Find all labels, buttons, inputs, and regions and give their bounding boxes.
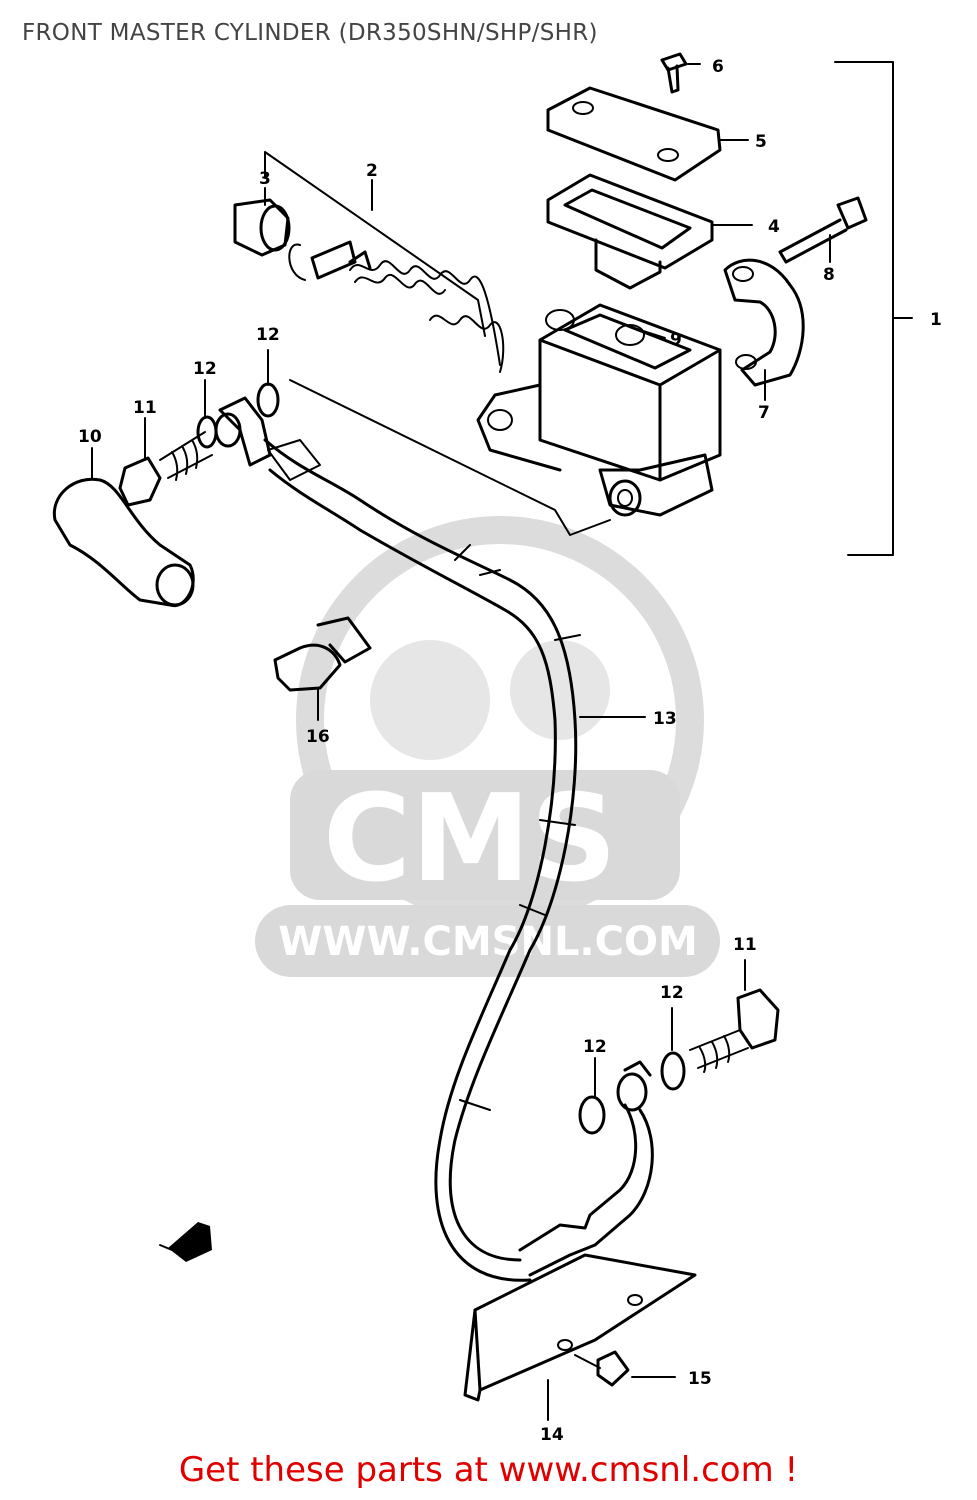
part-13-brake-hose [263,438,654,1282]
callout-11-lower: 11 [733,935,757,955]
front-direction-arrow-icon [159,1222,212,1262]
part-5-reservoir-cap [546,86,722,182]
watermark-url: WWW.CMSNL.COM [278,919,698,965]
parts-shop-link[interactable]: Get these parts at www.cmsnl.com ! [178,1450,799,1490]
callout-10: 10 [78,427,102,447]
callout-15: 15 [688,1369,712,1389]
part-10-cover [52,477,195,608]
part-8-bolt [778,196,868,264]
callout-11-upper: 11 [133,398,157,418]
callout-7: 7 [758,403,770,423]
part-6-screw [660,52,688,94]
part-15-bolt [574,1350,630,1387]
callout-8: 8 [823,265,835,285]
part-11-banjo-bolt-lower [689,988,780,1073]
callout-5: 5 [755,132,767,152]
part-16-hose-clamp [273,616,372,692]
callout-numbers: 6 5 4 8 1 9 7 3 2 12 12 11 10 13 16 11 1… [78,57,942,1445]
callout-6: 6 [712,57,724,77]
part-1-master-cylinder-body [476,303,722,517]
cms-watermark: CMS WWW.CMSNL.COM [255,516,720,977]
upper-banjo-fitting [214,379,611,536]
callout-12-upper-right: 12 [256,325,280,345]
page-title: FRONT MASTER CYLINDER (DR350SHN/SHP/SHR) [22,20,598,46]
part-4-diaphragm [546,173,714,290]
callout-9: 9 [670,330,682,350]
callout-2: 2 [366,161,378,181]
part-2-piston-set [288,240,505,373]
part-14-bracket [463,1253,697,1402]
callout-14: 14 [540,1425,564,1445]
callout-12-lower-right: 12 [660,983,684,1003]
callout-3: 3 [259,169,271,189]
part-12-washers-lower [578,1051,686,1135]
part-3-boot [233,198,291,257]
callout-16: 16 [306,727,330,747]
part-7-clamp [723,258,805,387]
callout-12-upper-left: 12 [193,359,217,379]
callout-1: 1 [930,310,942,330]
leader-lines [91,63,831,1421]
bracket-1 [834,61,913,556]
callout-4: 4 [768,217,780,237]
callout-12-lower-left: 12 [583,1037,607,1057]
callout-13: 13 [653,709,677,729]
part-11-banjo-bolt-upper [118,431,213,507]
leader-2 [264,151,486,337]
